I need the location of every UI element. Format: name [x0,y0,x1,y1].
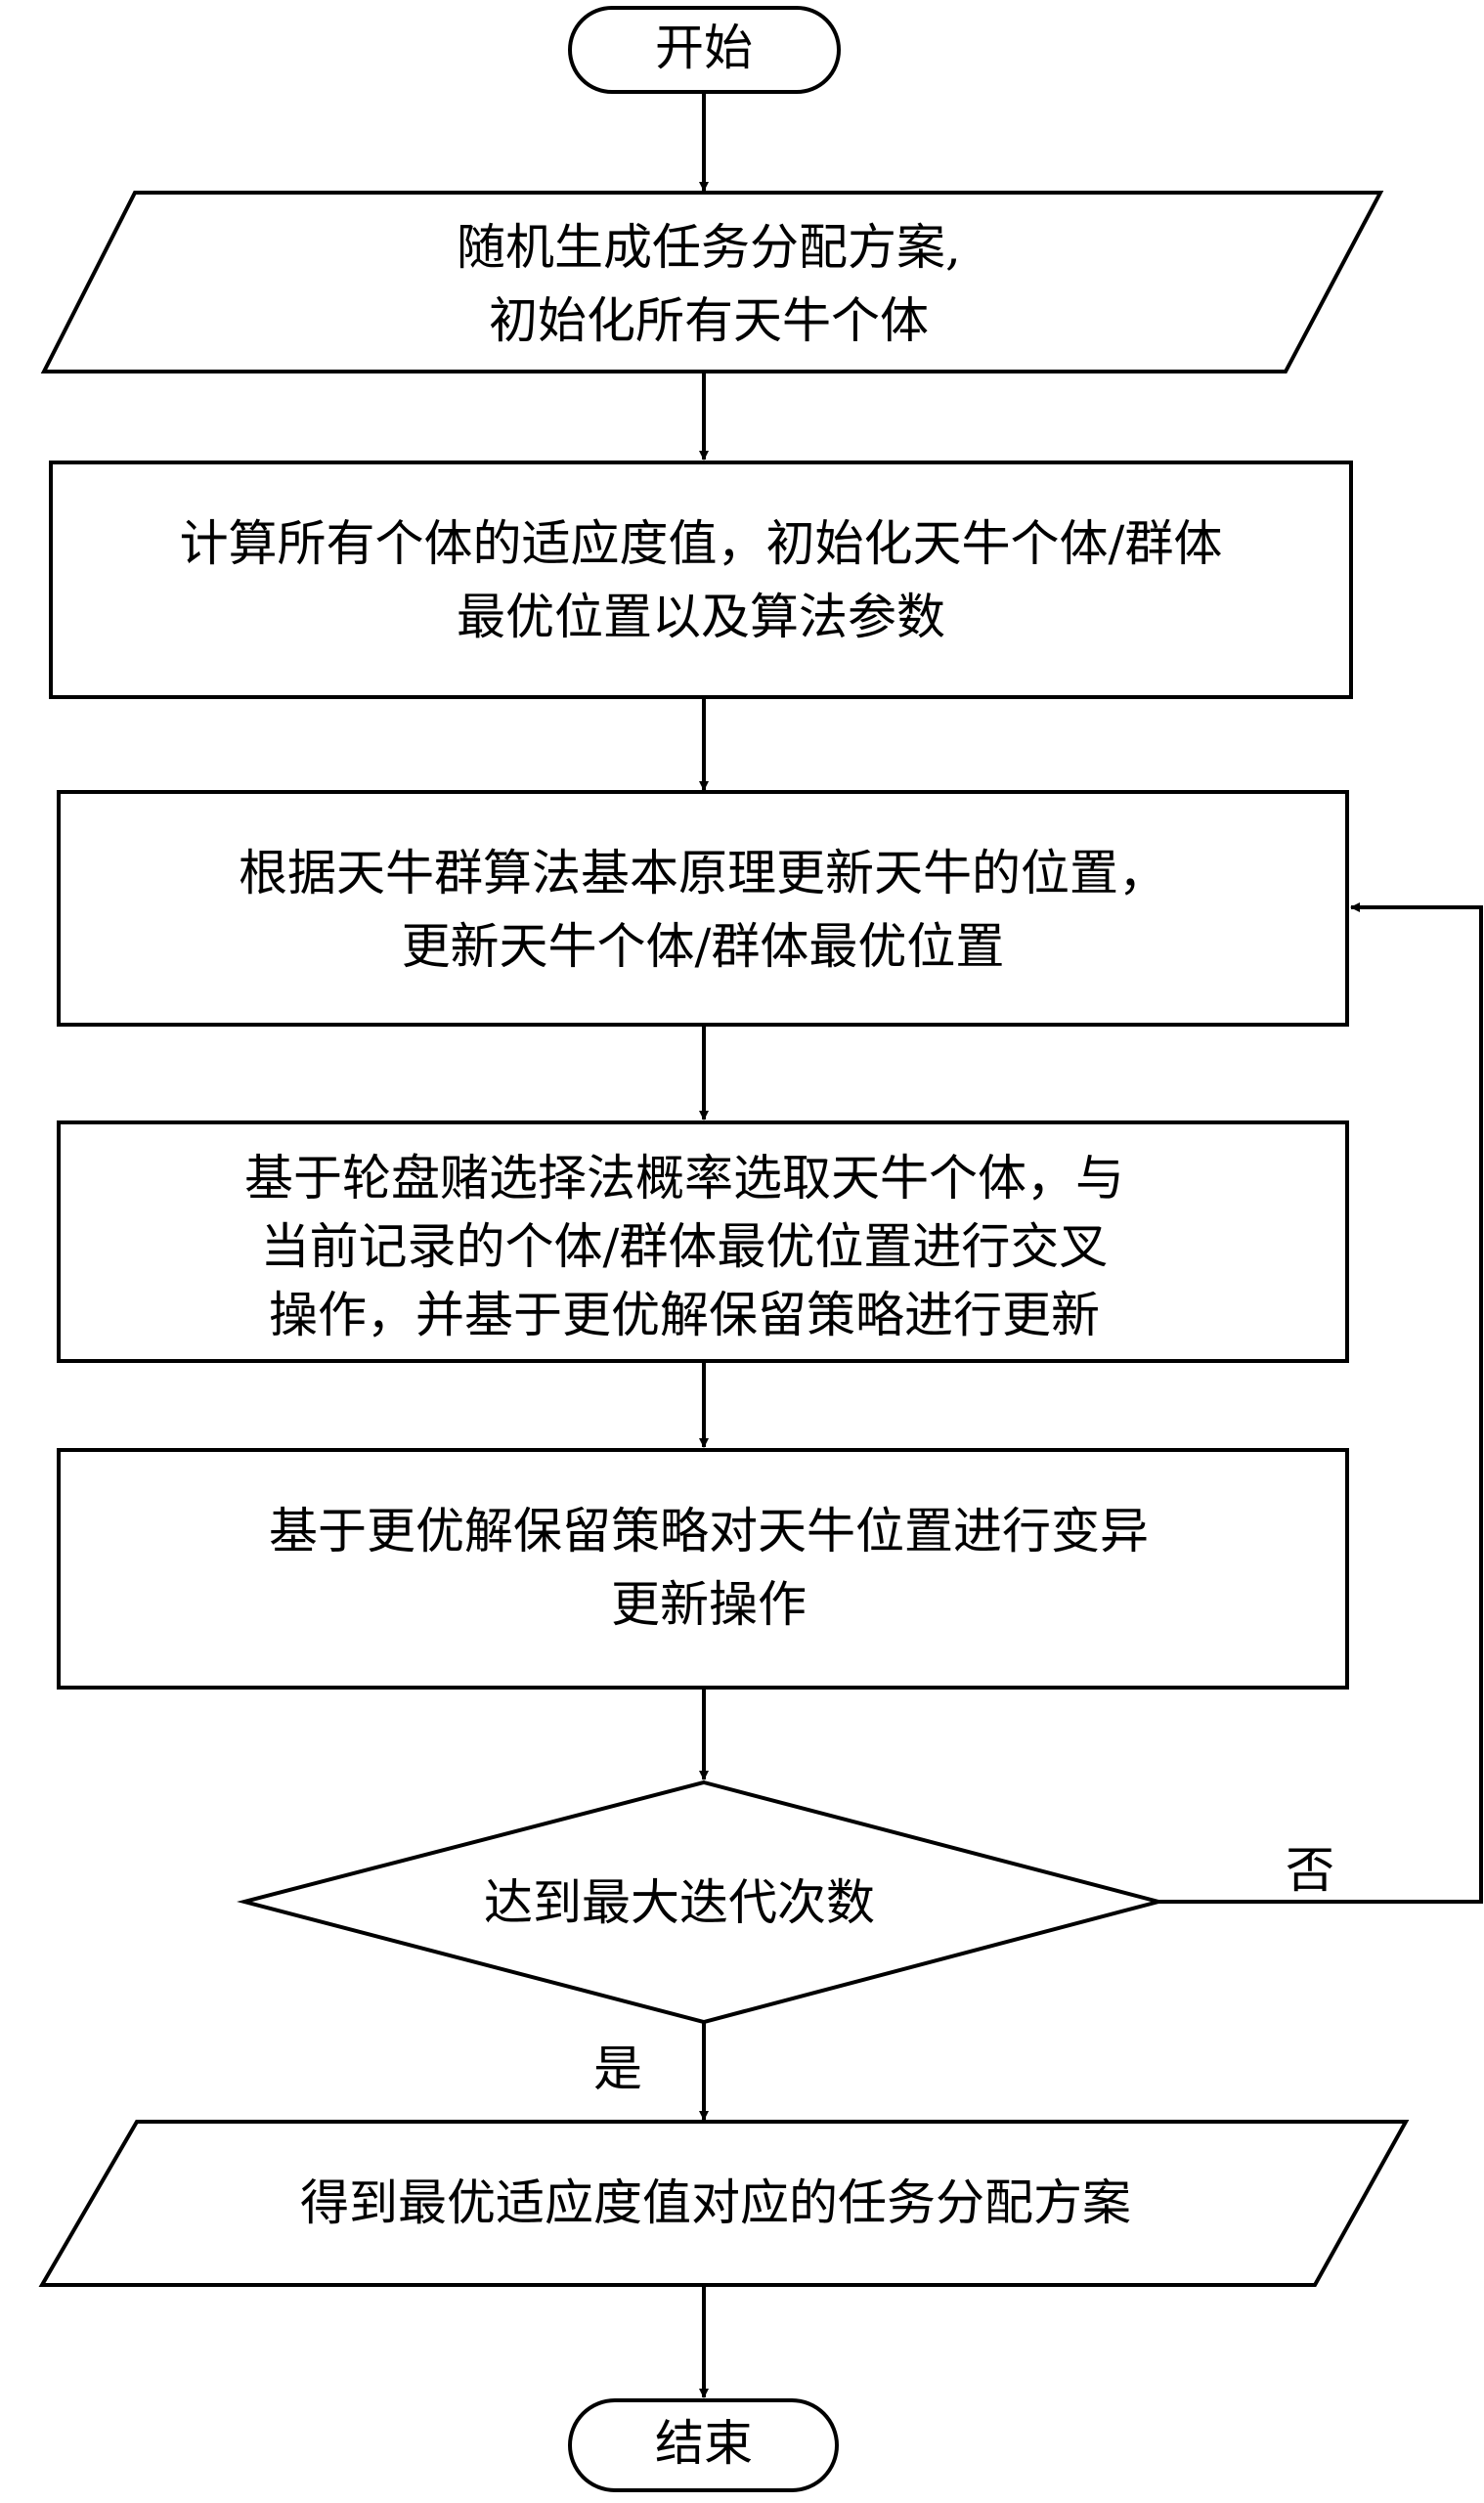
crossover-line-3: 操作，并基于更优解保留策略进行更新 [269,1287,1100,1343]
end-node: 结束 [568,2398,839,2492]
mutation-line-1: 基于更优解保留策略对天牛位置进行变异 [269,1503,1149,1559]
crossover-line-2: 当前记录的个体/群体最优位置进行交叉 [261,1218,1109,1275]
update-node: 根据天牛群算法基本原理更新天牛的位置， 更新天牛个体/群体最优位置 [57,790,1349,1027]
update-line-2: 更新天牛个体/群体最优位置 [402,918,1005,975]
start-label: 开始 [655,20,753,76]
mutation-node: 基于更优解保留策略对天牛位置进行变异 更新操作 [57,1448,1349,1690]
crossover-node: 基于轮盘赌选择法概率选取天牛个体，与 当前记录的个体/群体最优位置进行交叉 操作… [57,1120,1349,1363]
input-node: 随机生成任务分配方案, 初始化所有天牛个体 [40,191,1384,373]
init-node: 计算所有个体的适应度值，初始化天牛个体/群体 最优位置以及算法参数 [49,461,1353,699]
decision-label: 达到最大迭代次数 [484,1874,875,1931]
mutation-line-2: 更新操作 [611,1576,807,1633]
input-line-1: 随机生成任务分配方案, [457,219,961,276]
start-node: 开始 [568,6,841,94]
no-label: 否 [1286,1842,1334,1899]
crossover-line-1: 基于轮盘赌选择法概率选取天牛个体，与 [244,1150,1124,1207]
output-label: 得到最优适应度值对应的任务分配方案 [300,2174,1131,2231]
end-label: 结束 [655,2415,753,2472]
decision-node: 达到最大迭代次数 [237,1779,1166,2025]
input-line-2: 初始化所有天牛个体 [489,292,929,349]
loop-no-connector [1158,902,1483,1904]
output-node: 得到最优适应度值对应的任务分配方案 [38,2120,1410,2287]
init-line-2: 最优位置以及算法参数 [457,589,945,645]
yes-label: 是 [593,2041,642,2097]
update-line-1: 根据天牛群算法基本原理更新天牛的位置， [239,845,1167,901]
init-line-1: 计算所有个体的适应度值，初始化天牛个体/群体 [180,515,1223,572]
